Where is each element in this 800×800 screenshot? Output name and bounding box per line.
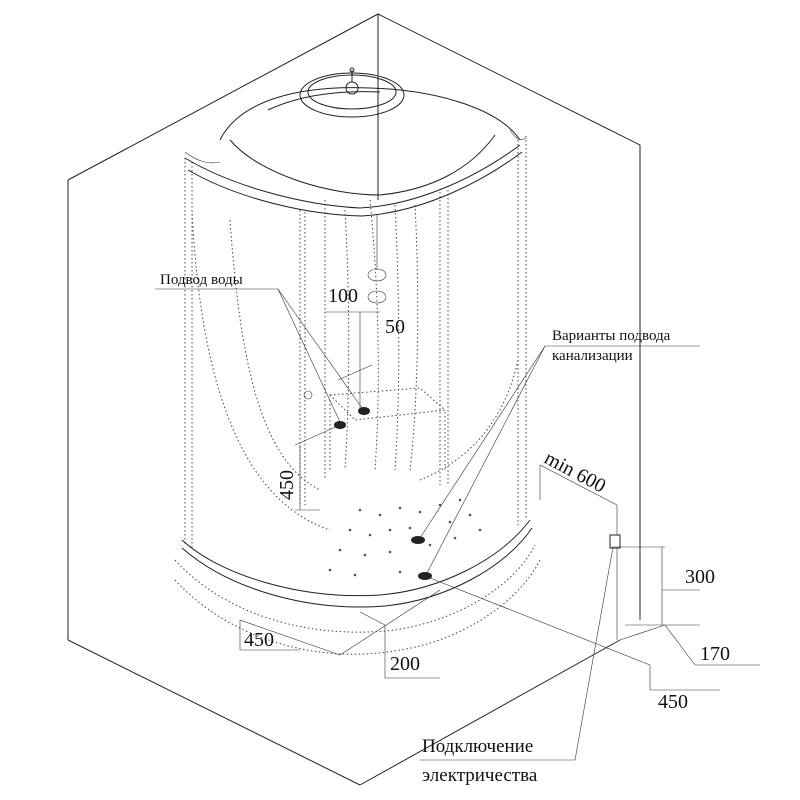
label-drain-options-1: Варианты подвода xyxy=(552,328,671,344)
shower-tray xyxy=(174,498,541,655)
dim-450-bottom-left: 450 xyxy=(244,629,274,651)
water-inlet-2 xyxy=(358,407,370,415)
dim-300: 300 xyxy=(685,566,715,588)
drain-outlet-1 xyxy=(411,536,425,544)
label-water-supply: Подвод воды xyxy=(160,272,243,288)
cabin-canopy xyxy=(184,67,527,217)
leader-lines xyxy=(155,288,700,761)
electric-socket xyxy=(609,534,621,549)
label-electric-2: электричества xyxy=(422,765,538,786)
cabin-frame xyxy=(184,136,527,548)
dim-450-bottom-right: 450 xyxy=(658,691,688,713)
cabin-seat xyxy=(328,387,447,470)
dim-170: 170 xyxy=(700,643,730,665)
shower-fixtures xyxy=(367,215,387,304)
dim-200: 200 xyxy=(390,653,420,675)
dim-450-vertical: 450 xyxy=(276,470,298,500)
dim-min600: min 600 xyxy=(541,447,610,497)
cabin-body xyxy=(191,199,519,531)
dimension-lines xyxy=(239,311,760,691)
room-walls xyxy=(67,13,641,786)
label-drain-options-2: канализации xyxy=(552,348,633,364)
drain-outlet-2 xyxy=(418,572,432,580)
label-electric-1: Подключение xyxy=(422,736,533,757)
tray-texture xyxy=(328,498,482,577)
dim-50: 50 xyxy=(385,316,405,338)
dim-100: 100 xyxy=(328,285,358,307)
outlets xyxy=(334,407,621,580)
